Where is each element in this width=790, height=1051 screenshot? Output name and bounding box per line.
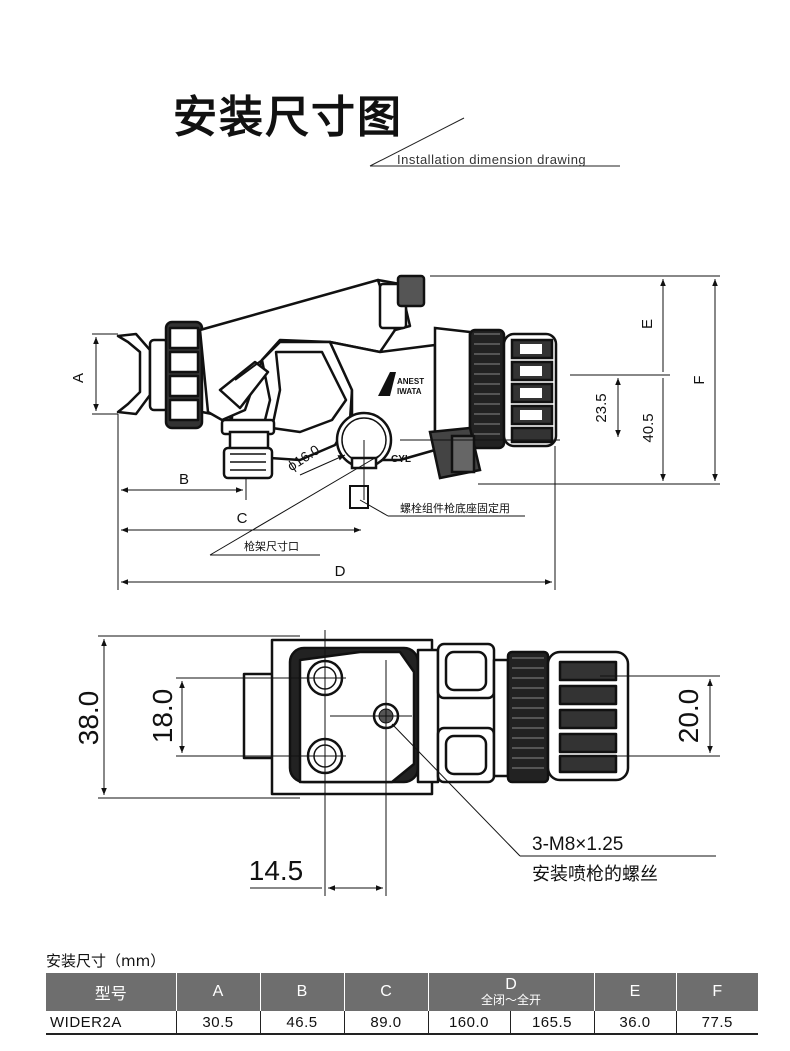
dim-18: 18.0: [147, 689, 178, 744]
dim-23-5: 23.5: [593, 393, 610, 422]
cell-f: 77.5: [676, 1011, 758, 1035]
dim-label-d: D: [335, 563, 346, 580]
bolt-note: 螺栓组件枪底座固定用: [400, 501, 510, 515]
table-header-row: 型号 A B C D 全闭～全开 E F: [46, 973, 758, 1011]
th-f: F: [676, 973, 758, 1011]
thread-note: 安装喷枪的螺丝: [532, 864, 658, 885]
gun-body: [198, 274, 437, 462]
dim-label-b: B: [179, 471, 189, 488]
cyl-label: CYL: [391, 454, 411, 465]
dim-40-5: 40.5: [640, 413, 657, 442]
table-row: WIDER2A 30.5 46.5 89.0 160.0 165.5 36.0 …: [46, 1011, 758, 1035]
dim-label-a: A: [70, 373, 87, 383]
table-caption: 安装尺寸（mm）: [46, 952, 166, 970]
brand-logo: ANEST IWATA: [378, 372, 424, 396]
thread-spec: 3-M8×1.25: [532, 834, 623, 855]
dimension-drawings: ANEST IWATA CYL: [70, 274, 720, 896]
dim-14-5: 14.5: [249, 855, 304, 886]
brand-line-2: IWATA: [397, 387, 422, 396]
title-underline: [369, 117, 620, 167]
nozzle-head: [116, 320, 234, 430]
rear-knob: [433, 326, 558, 450]
side-view: ANEST IWATA CYL: [70, 274, 720, 590]
cylinder-fitting: [428, 426, 482, 480]
th-model: 型号: [46, 973, 177, 1011]
th-a: A: [176, 973, 261, 1011]
dimension-table: 型号 A B C D 全闭～全开 E F WIDER2A 30.5 46.5 8…: [46, 973, 758, 1035]
cell-b: 46.5: [260, 1011, 345, 1035]
side-dimension-lines: [93, 279, 718, 585]
th-c: C: [344, 973, 429, 1011]
brand-line-1: ANEST: [397, 377, 424, 386]
cell-d-open: 165.5: [510, 1011, 595, 1035]
cell-e: 36.0: [594, 1011, 677, 1035]
center-lines: [92, 275, 720, 590]
cell-a: 30.5: [176, 1011, 261, 1035]
page-subtitle: Installation dimension drawing: [397, 152, 587, 167]
th-e: E: [594, 973, 677, 1011]
title-block: 安装尺寸图 Installation dimension drawing: [0, 0, 790, 200]
th-d-main: D: [505, 976, 517, 993]
top-center-lines: [98, 630, 720, 896]
dim-20: 20.0: [673, 689, 704, 744]
dim-label-e: E: [639, 319, 656, 329]
dim-label-c: C: [237, 510, 248, 527]
top-body: [242, 638, 630, 796]
cell-c: 89.0: [344, 1011, 429, 1035]
dim-38: 38.0: [73, 691, 104, 746]
th-d-sub: 全闭～全开: [480, 993, 541, 1007]
cell-d-closed: 160.0: [428, 1011, 511, 1035]
mount-note: 枪架尺寸口: [244, 539, 299, 553]
dim-label-f: F: [691, 375, 708, 384]
fluid-inlet-fitting: [220, 418, 276, 480]
page-title: 安装尺寸图: [173, 92, 403, 143]
cell-model: WIDER2A: [46, 1011, 177, 1035]
th-d: D 全闭～全开: [428, 973, 595, 1011]
th-b: B: [260, 973, 345, 1011]
top-view: 38.0 18.0 20.0 14.5 3-M8×1.25 安装喷枪的螺丝: [73, 630, 720, 896]
